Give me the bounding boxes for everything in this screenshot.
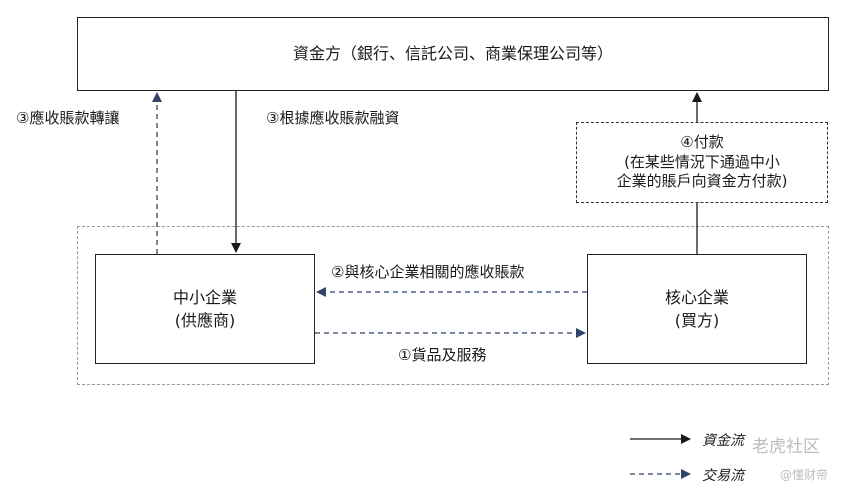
payment-note-1: (在某些情況下通過中小: [624, 152, 780, 171]
goods-label: ①貨品及服務: [398, 346, 487, 364]
payment-node: ④付款 (在某些情況下通過中小 企業的賬戶向資金方付款): [576, 122, 828, 203]
transfer-label: ③應收賬款轉讓: [16, 109, 120, 127]
core-title: 核心企業: [664, 287, 729, 307]
receivables-label: ②與核心企業相關的應收賬款: [331, 263, 525, 281]
enterprise-group-boundary: [77, 226, 829, 385]
watermark-handle-text: @懂财帝: [780, 468, 829, 482]
funder-label: 資金方（銀行、信託公司、商業保理公司等）: [292, 44, 613, 64]
payment-note-2: 企業的賬戶向資金方付款): [616, 172, 788, 191]
legend-capital-label: 資金流: [702, 433, 744, 449]
core-subtitle: (買方): [674, 311, 720, 330]
payment-title: ④付款: [680, 133, 724, 152]
watermark-handle: @懂财帝: [780, 466, 828, 483]
watermark-community-text: 老虎社区: [752, 437, 820, 457]
legend-trade-label: 交易流: [702, 468, 744, 484]
sme-subtitle: (供應商): [174, 311, 236, 330]
funder-node: 資金方（銀行、信託公司、商業保理公司等）: [77, 17, 829, 91]
sme-title: 中小企業: [172, 287, 237, 307]
watermark-community: 老虎社区: [752, 432, 820, 457]
sme-node: 中小企業 (供應商): [95, 254, 315, 364]
financing-label: ③根據應收賬款融資: [266, 109, 400, 127]
core-enterprise-node: 核心企業 (買方): [587, 254, 807, 364]
